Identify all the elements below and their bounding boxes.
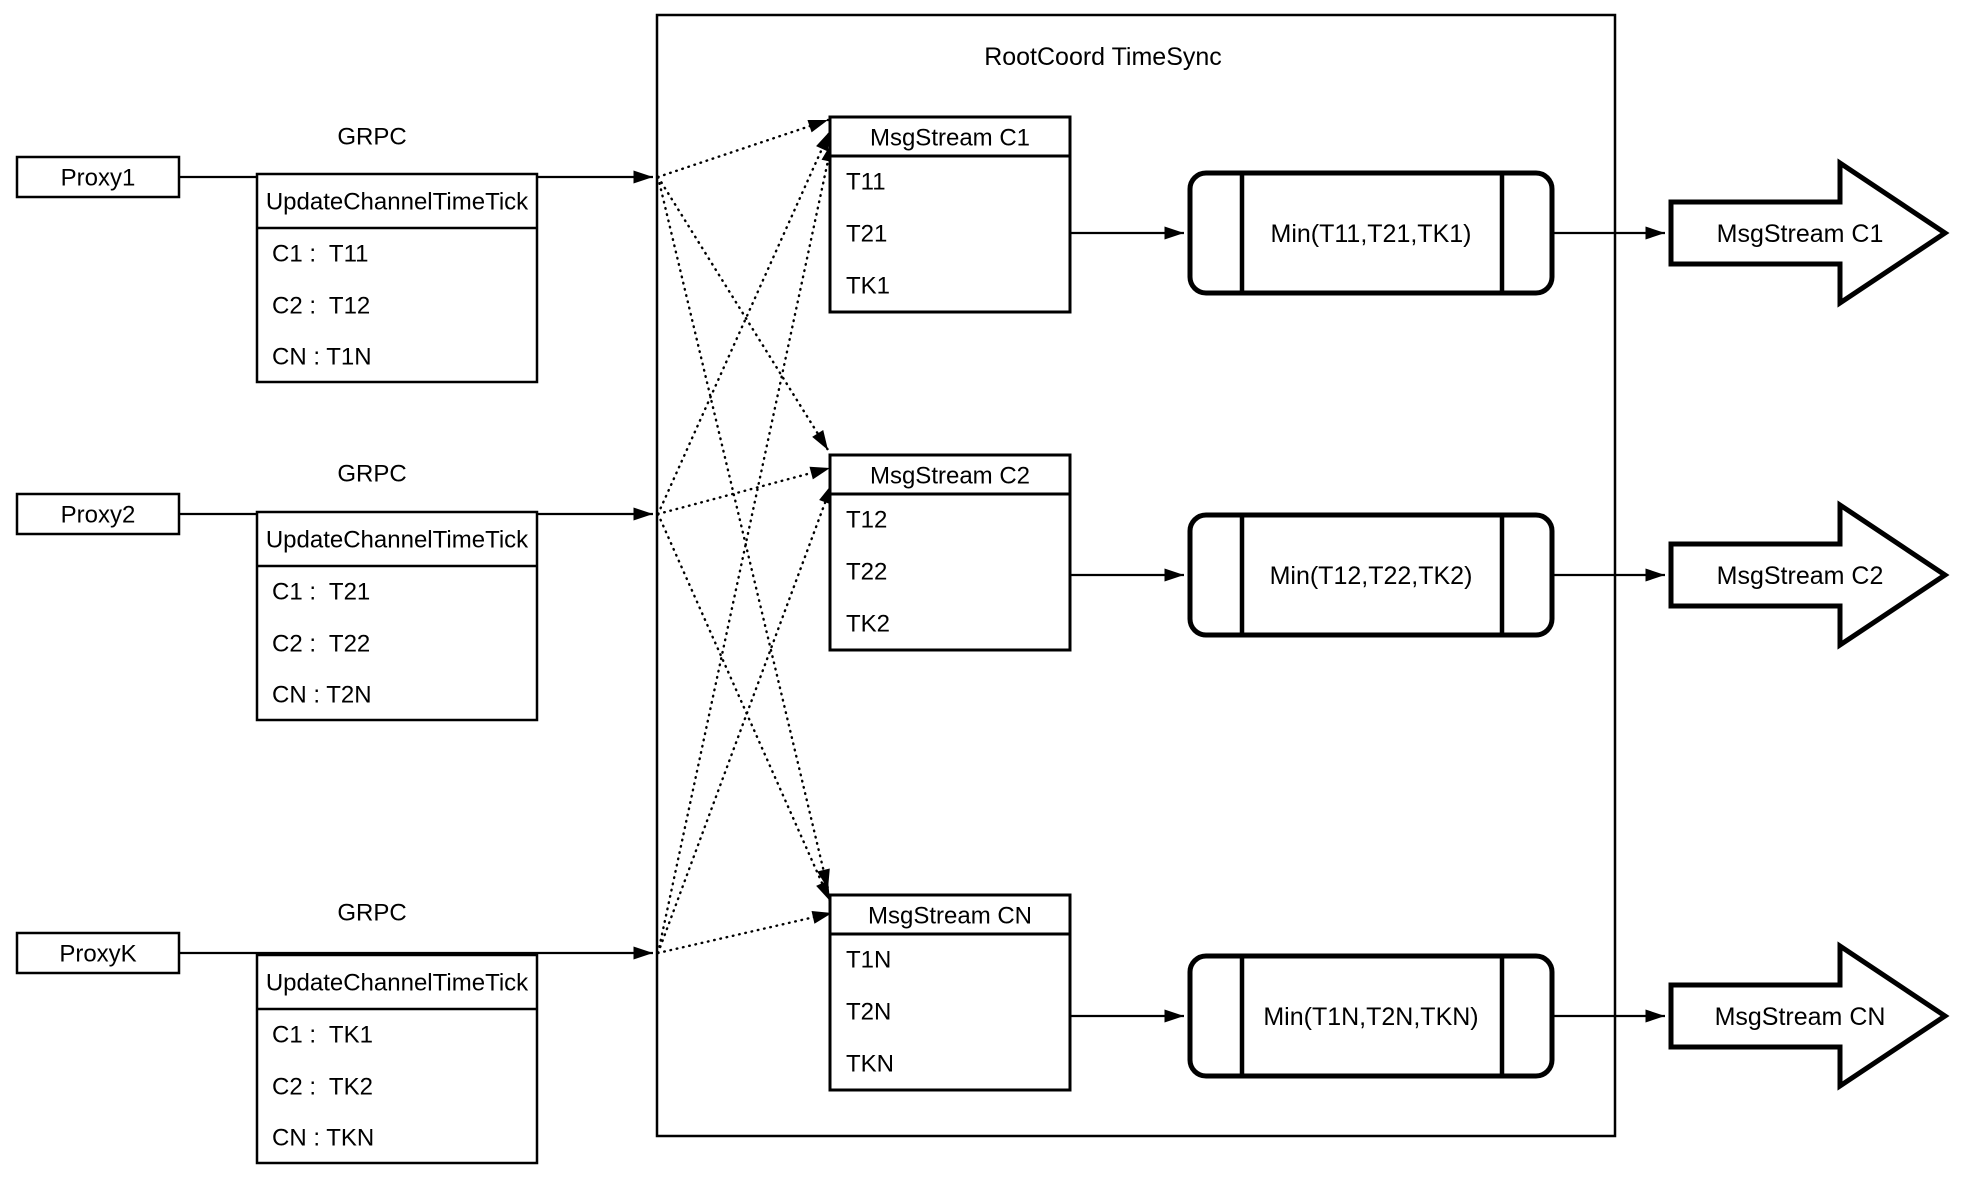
grpc-label: GRPC [337,124,406,151]
msgstream-row: T1N [846,947,891,974]
msgstream-table [828,453,1072,652]
fanout-line-p1-c1 [656,118,830,179]
timetick-table-header: UpdateChannelTimeTick [266,527,529,554]
fanout-line-p2-cn [656,512,832,903]
timetick-table-header: UpdateChannelTimeTick [266,970,529,997]
timetick-table [255,510,539,722]
timetick-row: C1 : TK1 [272,1022,373,1049]
timetick-row: C1 : T11 [272,241,369,268]
output-stream-arrow [1668,941,1950,1091]
stream-row-1: MsgStream C1 T11 T21 TK1 Min(T11,T21,TK1… [828,115,1950,314]
fanout-line-pk-c1 [656,140,835,955]
fanout-line-p1-c2 [656,175,830,452]
proxy-box [15,492,181,536]
timetick-table [255,953,539,1165]
msgstream-row: TKN [846,1051,894,1078]
grpc-label: GRPC [337,900,406,927]
timetick-row: C1 : T21 [272,579,370,606]
msgstream-row: TK1 [846,273,890,300]
msgstream-row: T2N [846,999,891,1026]
stream-row-2: MsgStream C2 T12 T22 TK2 Min(T12,T22,TK2… [828,453,1950,652]
grpc-label: GRPC [337,461,406,488]
proxy-label: Proxy2 [61,502,136,529]
timetick-table [255,172,539,384]
msgstream-table-header: MsgStream CN [868,903,1032,930]
fanout-line-pk-c2 [656,482,834,955]
msgstream-table [828,893,1072,1092]
timetick-row: C2 : TK2 [272,1074,373,1101]
proxy-row-1: Proxy1 GRPC UpdateChannelTimeTick C1 : T… [15,124,653,384]
output-stream-label: MsgStream C2 [1717,562,1884,590]
output-stream-label: MsgStream C1 [1717,220,1884,248]
timetick-row: CN : TKN [272,1125,374,1152]
output-stream-arrow [1668,500,1950,650]
timetick-row: CN : T1N [272,344,372,371]
msgstream-table [828,115,1072,314]
output-stream-arrow [1668,158,1950,308]
proxy-box [15,931,181,975]
min-label: Min(T11,T21,TK1) [1271,220,1472,248]
fanout-line-p1-cn [656,175,830,891]
msgstream-row: T21 [846,221,887,248]
output-stream-label: MsgStream CN [1715,1003,1886,1031]
timetick-table-header: UpdateChannelTimeTick [266,189,529,216]
msgstream-row: T12 [846,507,887,534]
msgstream-table-header: MsgStream C2 [870,463,1030,490]
proxy-row-3: ProxyK GRPC UpdateChannelTimeTick C1 : T… [15,900,653,1165]
proxy-label: Proxy1 [61,165,136,192]
fanout-line-p2-c2 [656,466,832,516]
rootcoord-title: RootCoord TimeSync [984,43,1222,71]
msgstream-row: T22 [846,559,887,586]
timetick-fanout [656,118,835,955]
msgstream-row: TK2 [846,611,890,638]
fanout-line-p2-c1 [656,129,832,516]
stream-row-3: MsgStream CN T1N T2N TKN Min(T1N,T2N,TKN… [828,893,1950,1092]
proxy-row-2: Proxy2 GRPC UpdateChannelTimeTick C1 : T… [15,461,653,722]
min-label: Min(T1N,T2N,TKN) [1263,1003,1478,1031]
timetick-row: C2 : T12 [272,293,370,320]
timetick-row: C2 : T22 [272,631,370,658]
proxy-box [15,155,181,199]
msgstream-table-header: MsgStream C1 [870,125,1030,152]
min-label: Min(T12,T22,TK2) [1270,562,1473,590]
msgstream-row: T11 [846,169,886,196]
fanout-line-pk-cn [656,911,834,955]
timetick-row: CN : T2N [272,682,372,709]
proxy-label: ProxyK [59,941,136,968]
